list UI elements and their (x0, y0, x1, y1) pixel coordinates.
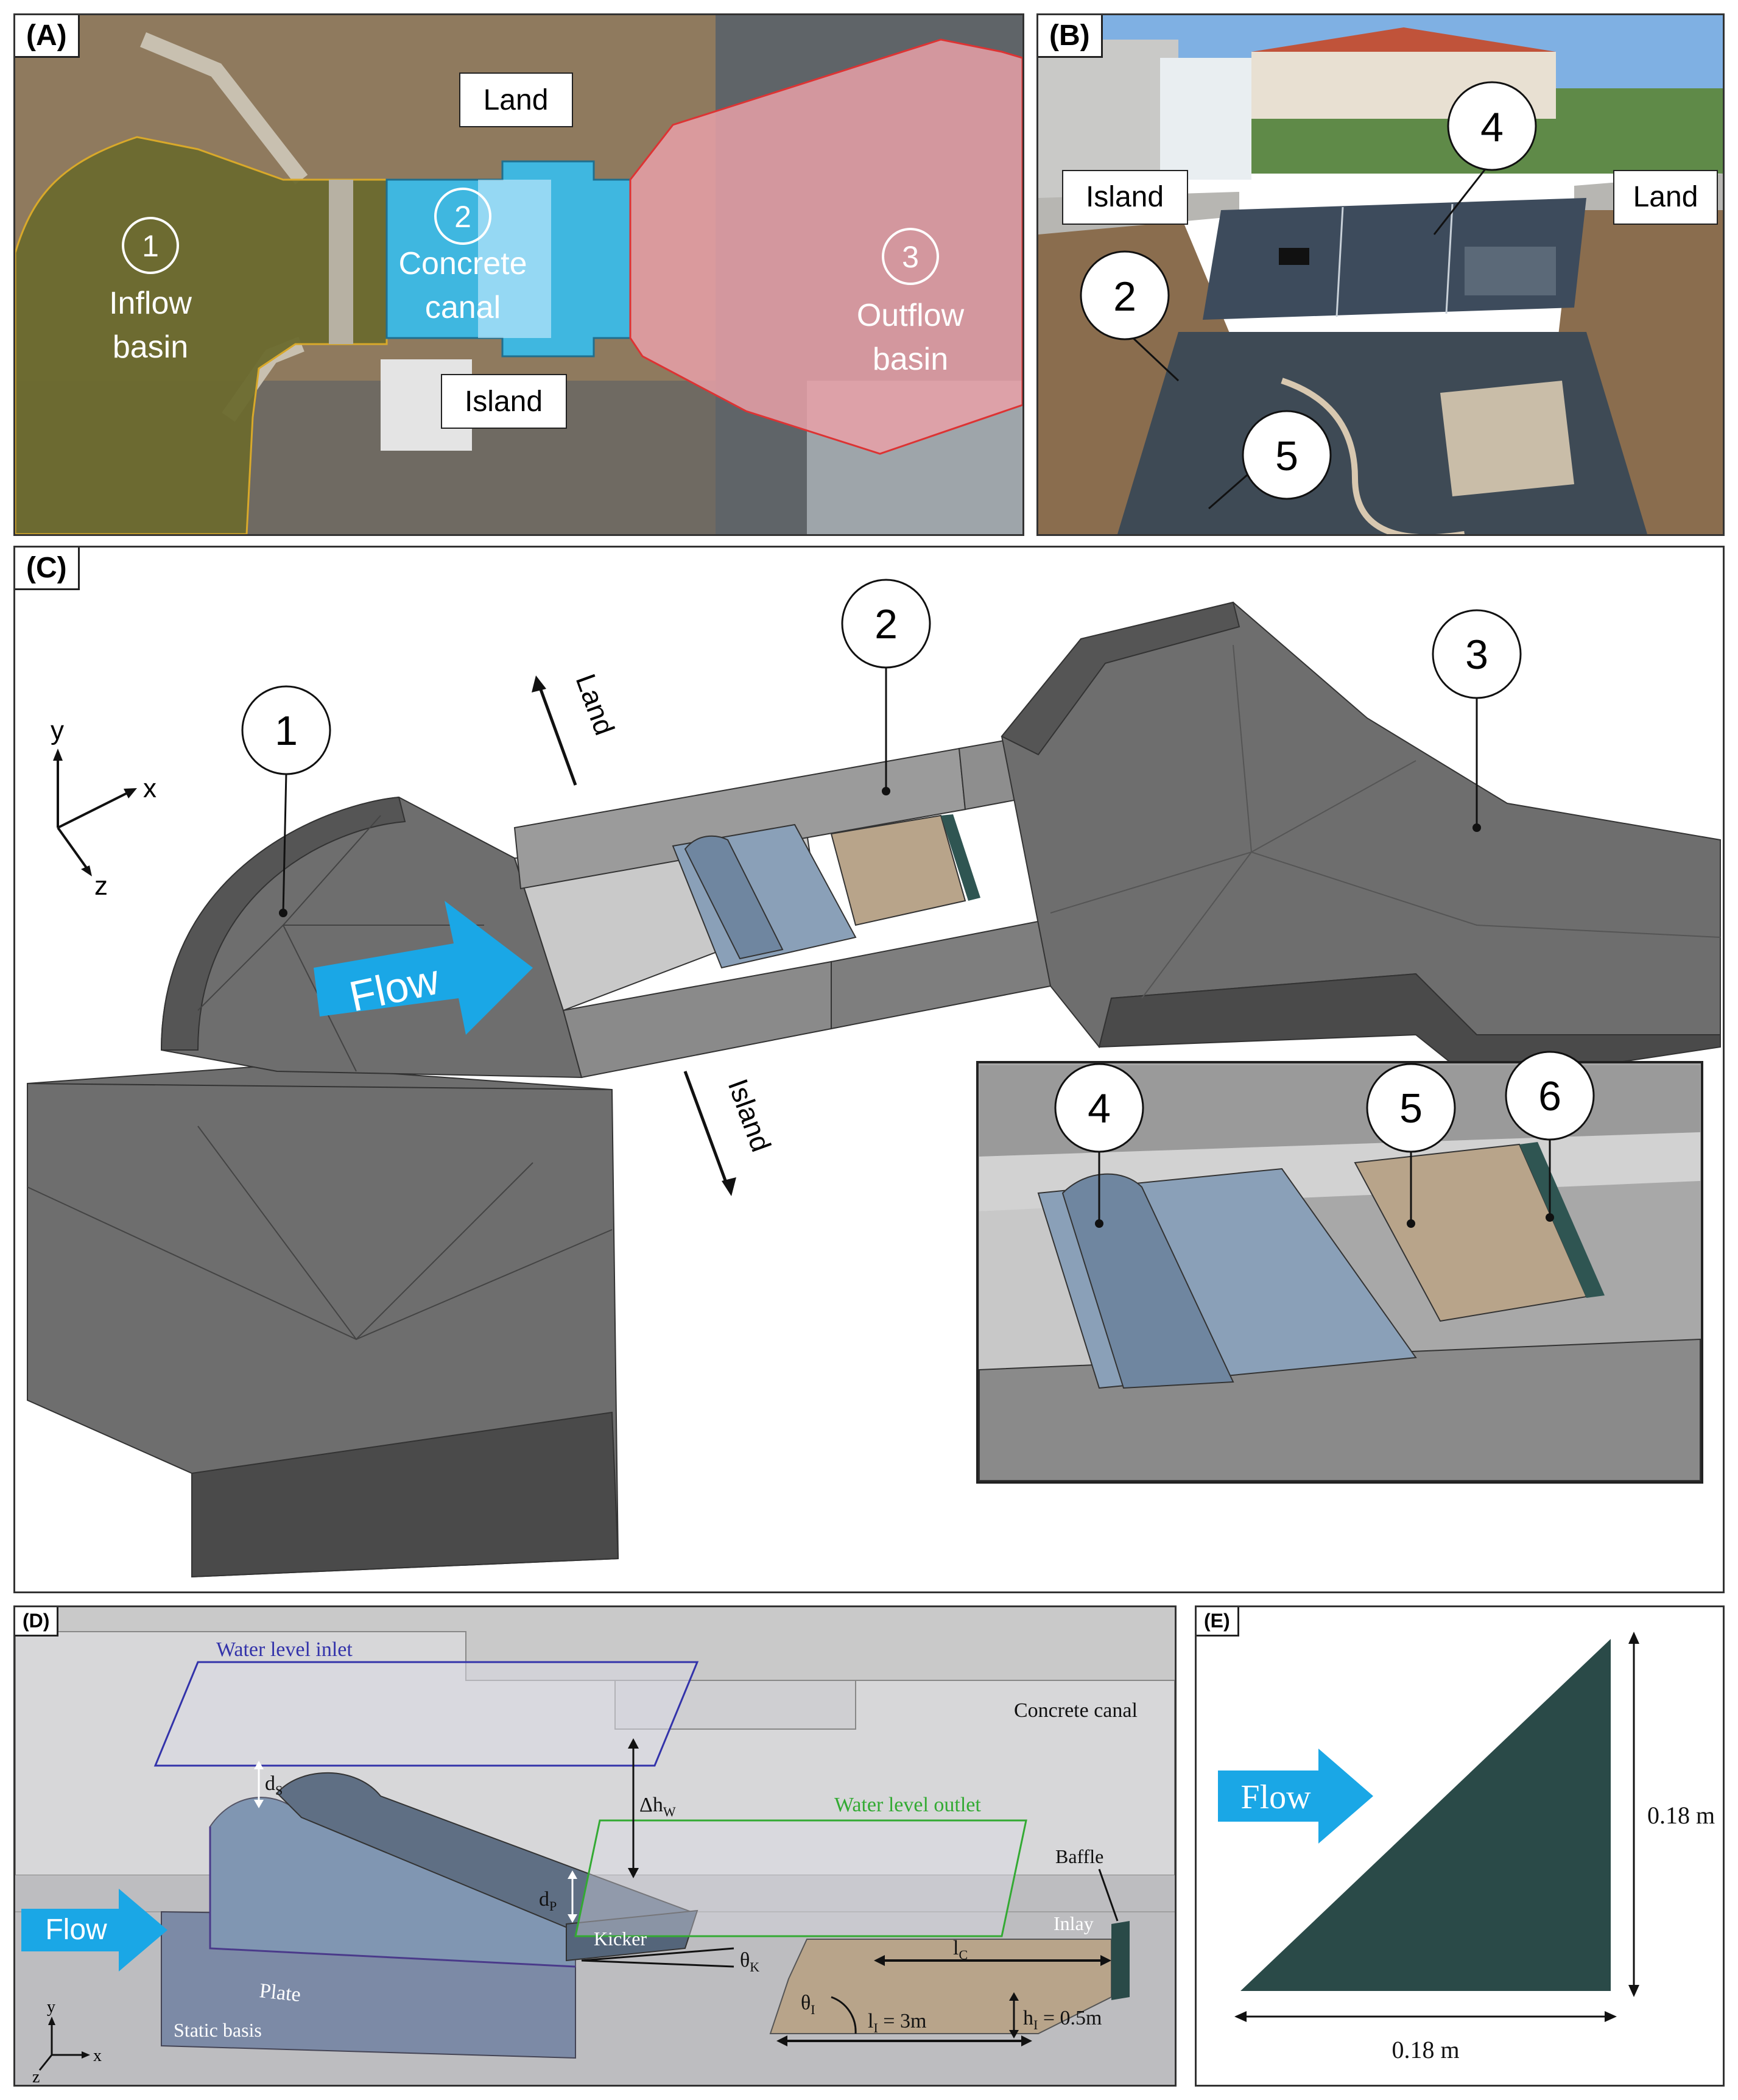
svg-text:θI: θI (801, 1992, 815, 2017)
panel-c-callout-1: 1 (275, 708, 298, 754)
panel-d-hi-sub: I (1033, 2017, 1038, 2032)
panel-c-inset-callout-4: 4 (1088, 1085, 1111, 1132)
panel-b-callout-5: 5 (1275, 433, 1298, 479)
panel-d-flow-label: Flow (45, 1914, 107, 1946)
panel-b-island-label: Island (1086, 181, 1164, 213)
panel-c-tag: (C) (15, 548, 80, 590)
panel-a-zone2-number: 2 (454, 200, 471, 234)
panel-d-tag: (D) (15, 1607, 59, 1637)
panel-c-direction-land: Land (570, 670, 621, 739)
panel-d-ds: d (265, 1772, 275, 1795)
panel-e-flow-label: Flow (1240, 1778, 1311, 1816)
panel-c-axis-z: z (94, 871, 108, 901)
panel-a-zone1-number: 1 (142, 229, 159, 263)
panel-c-inset: 4 5 6 (976, 1051, 1703, 1484)
panel-a-land-label: Land (484, 84, 549, 116)
svg-text:dP: dP (539, 1888, 557, 1914)
panel-d-axis-y: y (47, 1998, 55, 2017)
panel-c-inset-callout-6: 6 (1538, 1073, 1561, 1119)
panel-d: (D) Flow Water level inlet Water level o… (13, 1605, 1177, 2087)
panel-e-tag: (E) (1197, 1607, 1239, 1637)
panel-d-dhw-sub: W (663, 1804, 676, 1819)
panel-d-static-basis: Static basis (174, 2019, 262, 2041)
panel-a-island-label: Island (465, 386, 543, 418)
panel-b-callout-4: 4 (1480, 104, 1504, 150)
panel-a-zone3-line1: Outflow (857, 298, 965, 333)
panel-a-aerial: Land Island 1 Inflow basin 2 Concrete ca… (15, 15, 1022, 534)
panel-d-axis-z: z (32, 2068, 40, 2085)
panel-d-concrete-canal: Concrete canal (1014, 1699, 1138, 1722)
panel-d-water-inlet: Water level inlet (216, 1638, 353, 1661)
panel-d-schematic: Flow Water level inlet Water level outle… (15, 1607, 1175, 2085)
panel-d-theta-i: θ (801, 1992, 811, 2014)
panel-d-inlay: Inlay (1054, 1912, 1094, 1934)
panel-a-zone1-line2: basin (113, 329, 188, 365)
panel-c-axis-y: y (51, 716, 64, 745)
panel-d-axis-x: x (93, 2046, 102, 2065)
panel-d-plate: Plate (258, 1979, 301, 2006)
panel-d-hi-value: = 0.5m (1038, 2007, 1102, 2029)
panel-a-zone2-line1: Concrete (399, 246, 527, 281)
panel-d-li: l (868, 2010, 873, 2032)
panel-d-li-value: = 3m (878, 2010, 927, 2032)
panel-d-water-outlet: Water level outlet (834, 1794, 981, 1816)
panel-d-baffle: Baffle (1055, 1845, 1103, 1867)
panel-d-theta-i-sub: I (811, 2002, 815, 2017)
panel-b-land-label: Land (1633, 181, 1698, 213)
panel-d-hi: h (1023, 2007, 1033, 2029)
panel-d-theta-k: θ (740, 1949, 750, 1971)
svg-text:lC: lC (953, 1937, 968, 1962)
panel-a-zone3-line2: basin (873, 342, 948, 377)
panel-c-callout-3: 3 (1465, 632, 1488, 678)
panel-c-model: y x z Land Island Flow 1 2 3 (27, 579, 1721, 1578)
panel-a-zone3-number: 3 (902, 240, 919, 274)
panel-c-callout-2: 2 (874, 601, 898, 647)
panel-a-zone1-line1: Inflow (109, 286, 192, 321)
panel-b-photo: Island Land 4 2 5 (1038, 15, 1723, 534)
panel-d-dp: d (539, 1888, 549, 1911)
panel-b-tag: (B) (1038, 15, 1103, 58)
panel-d-li-sub: I (873, 2020, 878, 2035)
panel-d-dhw: Δh (639, 1794, 663, 1816)
panel-e-baffle-triangle (1240, 1639, 1611, 1991)
svg-text:dS: dS (265, 1772, 283, 1798)
panel-d-lc-sub: C (959, 1947, 968, 1962)
panel-a-tag: (A) (15, 15, 80, 58)
panel-c-axis-x: x (143, 773, 157, 803)
panel-d-lc: l (953, 1937, 959, 1959)
panel-b-callout-2: 2 (1113, 273, 1136, 320)
panel-d-dp-sub: P (549, 1898, 557, 1914)
svg-text:hI = 0.5m: hI = 0.5m (1023, 2007, 1102, 2032)
svg-text:ΔhW: ΔhW (639, 1794, 676, 1819)
panel-a-zone2-line2: canal (425, 290, 501, 325)
panel-e-height: 0.18 m (1647, 1802, 1715, 1829)
svg-text:θK: θK (740, 1949, 759, 1975)
panel-d-ds-sub: S (275, 1783, 283, 1798)
panel-e-baffle-profile: Flow 0.18 m 0.18 m (1218, 1632, 1715, 2063)
panel-c: (C) y x (13, 546, 1725, 1593)
panel-e: (E) Flow 0.18 m 0.18 m (1195, 1605, 1725, 2087)
panel-e-width: 0.18 m (1391, 2036, 1459, 2063)
svg-text:lI = 3m: lI = 3m (868, 2010, 926, 2035)
panel-d-theta-k-sub: K (750, 1959, 759, 1975)
panel-b: (B) Island Land 4 2 (1036, 13, 1725, 536)
panel-a: (A) Land Island 1 Inflow basin 2 Concre (13, 13, 1024, 536)
panel-c-direction-island: Island (722, 1075, 778, 1156)
panel-d-kicker: Kicker (594, 1928, 647, 1950)
panel-c-inset-callout-5: 5 (1399, 1085, 1423, 1132)
